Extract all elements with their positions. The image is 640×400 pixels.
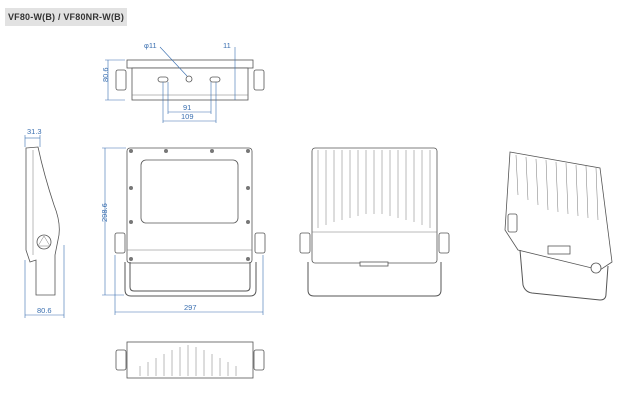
dim-slot-outer: 109 [181,112,194,121]
front-view [102,147,266,315]
dim-front-width: 297 [184,303,197,312]
dim-side-bottom-depth: 80.6 [37,306,52,315]
side-view [24,135,65,318]
isometric-view [504,151,613,301]
top-view [105,46,265,123]
dim-slot-inner: 91 [183,103,191,112]
dim-front-height: 298.6 [100,203,109,222]
bottom-view [115,341,265,379]
dim-side-top-depth: 31.3 [27,127,42,136]
dim-top-height: 80.6 [101,67,110,82]
dim-hole-diameter: φ11 [144,41,157,50]
model-title: VF80-W(B) / VF80NR-W(B) [5,8,127,26]
back-view [299,147,450,297]
dim-top-offset: 11 [223,41,231,50]
